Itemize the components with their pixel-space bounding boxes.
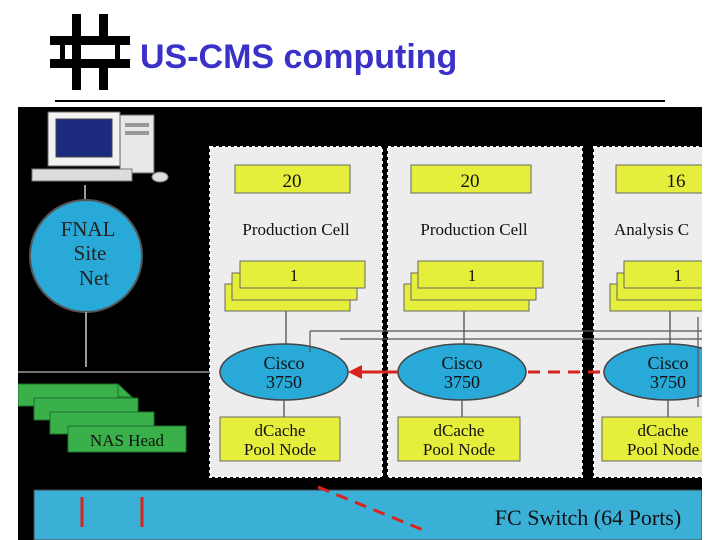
- fnal-site-net-node: FNAL Site Net: [29, 199, 143, 313]
- cell-1-name: Production Cell: [242, 220, 349, 239]
- computer-icon: [31, 111, 169, 183]
- cell-2: 20 Production Cell 1 Cisco 3750 dCache P…: [387, 146, 583, 478]
- cell-1-node-count: 1: [290, 266, 299, 285]
- cell-2-name: Production Cell: [420, 220, 527, 239]
- cell-1-pool-line1: dCache: [255, 421, 306, 440]
- page-title: US-CMS computing: [140, 38, 458, 76]
- cell-3-switch-line1: Cisco: [647, 353, 688, 373]
- cell-2-count: 20: [461, 171, 480, 192]
- cell-2-pool-line2: Pool Node: [423, 440, 495, 459]
- title-divider: [55, 100, 665, 102]
- fermilab-logo-icon: [50, 14, 130, 90]
- cell-3-name: Analysis C: [614, 220, 689, 239]
- cell-1-switch-line2: 3750: [266, 372, 302, 392]
- diagram-canvas: FNAL Site Net NAS Head 20 Production Cel…: [18, 111, 702, 540]
- cell-3: 16 Analysis C 1 Cisco 3750 dCache Pool N…: [593, 146, 702, 478]
- cell-1-switch-line1: Cisco: [263, 353, 304, 373]
- cell-3-node-count: 1: [674, 266, 683, 285]
- cell-2-node-count: 1: [468, 266, 477, 285]
- switch-red-links: [348, 365, 606, 379]
- fc-switch: FC Switch (64 Ports): [33, 485, 702, 540]
- cell-3-count: 16: [667, 171, 686, 192]
- inter-cell-links: [309, 317, 702, 407]
- nas-head-stack: NAS Head: [18, 383, 187, 453]
- cell-3-pool-line2: Pool Node: [627, 440, 699, 459]
- site-label-line3: Net: [79, 266, 109, 290]
- cell-2-switch-line2: 3750: [444, 372, 480, 392]
- cell-1-pool-line2: Pool Node: [244, 440, 316, 459]
- nas-head-label: NAS Head: [90, 431, 165, 450]
- network-diagram: FNAL Site Net NAS Head 20 Production Cel…: [18, 107, 702, 540]
- cell-1-count: 20: [283, 171, 302, 192]
- cell-3-pool-line1: dCache: [638, 421, 689, 440]
- slide-header: US-CMS computing: [0, 0, 720, 102]
- cell-1: 20 Production Cell 1 Cisco 3750 dCache P…: [209, 146, 383, 478]
- site-label-line2: Site: [74, 241, 107, 265]
- site-label-line1: FNAL: [61, 217, 116, 241]
- cell-2-pool-line1: dCache: [434, 421, 485, 440]
- cell-3-switch-line2: 3750: [650, 372, 686, 392]
- fc-switch-label: FC Switch (64 Ports): [495, 505, 681, 530]
- cell-2-switch-line1: Cisco: [441, 353, 482, 373]
